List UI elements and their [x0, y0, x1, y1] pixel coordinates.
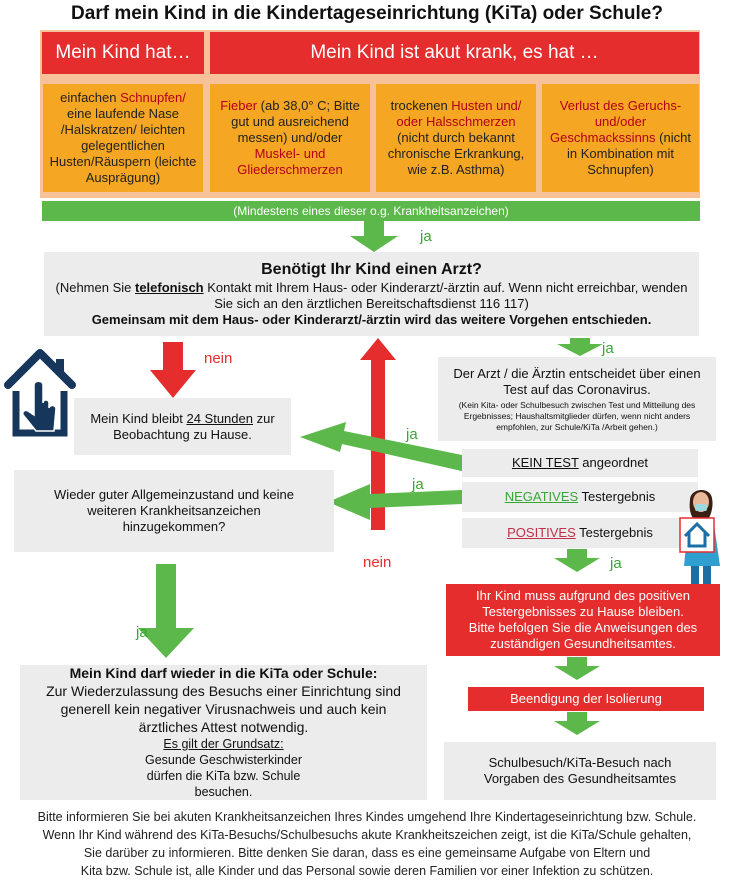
- symptom-fever: Fieber (ab 38,0° C; Bitte gut und ausrei…: [210, 84, 370, 192]
- symptom-summary-bar: (Mindestens eines dieser o.g. Krankheits…: [42, 201, 700, 221]
- test-decision-box: Der Arzt / die Ärztin entscheidet über e…: [438, 357, 716, 441]
- label-nein-2: nein: [363, 554, 392, 571]
- result-no-test: KEIN TEST angeordnet: [462, 449, 698, 477]
- footer-note: Bitte informieren Sie bei akuten Krankhe…: [37, 810, 697, 878]
- label-ja-4: ja: [412, 476, 424, 493]
- allowed-rule-body: Gesunde Geschwisterkinder dürfen die KiT…: [144, 753, 303, 799]
- allowed-body: Zur Wiederzulassung des Besuchs einer Ei…: [46, 683, 401, 735]
- result-negative: NEGATIVES Testergebnis: [462, 482, 698, 512]
- symptom-cough: trockenen Husten und/ oder Halsschmerzen…: [376, 84, 536, 192]
- doctor-decision-text: Gemeinsam mit dem Haus- oder Kinderarzt/…: [91, 312, 652, 327]
- header-acute: Mein Kind ist akut krank, es hat …: [210, 32, 699, 74]
- school-visit-box: Schulbesuch/KiTa-Besuch nach Vorgaben de…: [444, 742, 716, 800]
- allowed-head: Mein Kind darf wieder in die KiTa oder S…: [69, 665, 378, 681]
- positive-instructions-box: Ihr Kind muss aufgrund des positiven Tes…: [446, 584, 720, 656]
- label-ja-3: ja: [406, 426, 418, 443]
- symptom-cold: einfachen Schnupfen/ eine laufende Nase …: [43, 84, 203, 192]
- observe-box: Mein Kind bleibt 24 Stunden zur Beobacht…: [74, 398, 291, 455]
- doctor-question-box: Benötigt Ihr Kind einen Arzt? (Nehmen Si…: [44, 252, 699, 336]
- header-mild: Mein Kind hat…: [42, 32, 204, 74]
- label-ja-5: ja: [136, 624, 148, 641]
- isolation-end-box: Beendigung der Isolierung: [468, 687, 704, 711]
- label-nein-1: nein: [204, 350, 233, 367]
- symptom-smell: Verlust des Geruchs- und/oder Geschmacks…: [542, 84, 699, 192]
- allowed-rule-head: Es gilt der Grundsatz:: [163, 737, 284, 751]
- result-positive: POSITIVES Testergebnis: [462, 518, 698, 548]
- label-ja-6: ja: [610, 555, 622, 572]
- allowed-box: Mein Kind darf wieder in die KiTa oder S…: [20, 665, 427, 800]
- house-hand-icon: [4, 349, 76, 437]
- doctor-contact-text: (Nehmen Sie telefonisch Kontakt mit Ihre…: [55, 280, 688, 311]
- page-title: Darf mein Kind in die Kindertageseinrich…: [71, 3, 663, 24]
- doctor-question: Benötigt Ihr Kind einen Arzt?: [261, 261, 482, 278]
- label-ja-2: ja: [602, 340, 614, 357]
- recovered-question-box: Wieder guter Allgemeinzustand und keine …: [14, 470, 334, 552]
- label-ja-1: ja: [420, 228, 432, 245]
- doctor-with-house-icon: [679, 489, 720, 600]
